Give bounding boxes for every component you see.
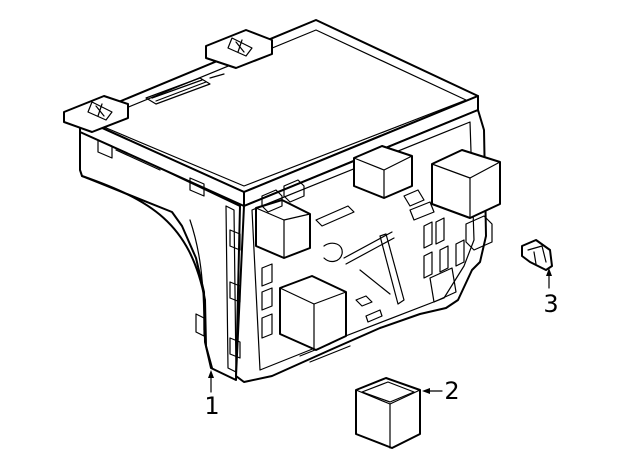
relay-lower-large	[279, 275, 347, 351]
panel-connectors	[261, 179, 493, 363]
leader-arrows	[208, 268, 552, 394]
callout-2-label: 2	[444, 377, 459, 405]
relay-upper-right	[431, 149, 501, 219]
lid-label-plate	[145, 77, 211, 105]
callout-1-label: 1	[204, 392, 219, 420]
fuse-part-3	[521, 239, 553, 271]
relay-part-2	[355, 377, 421, 449]
callout-3-label: 3	[543, 290, 558, 318]
mount-tab-left	[63, 95, 129, 133]
fuse-box-assembly	[63, 19, 501, 383]
relay-upper-left	[353, 145, 413, 199]
fuse-box-mount-bracket	[81, 175, 213, 369]
side-rail-clips	[225, 205, 241, 373]
